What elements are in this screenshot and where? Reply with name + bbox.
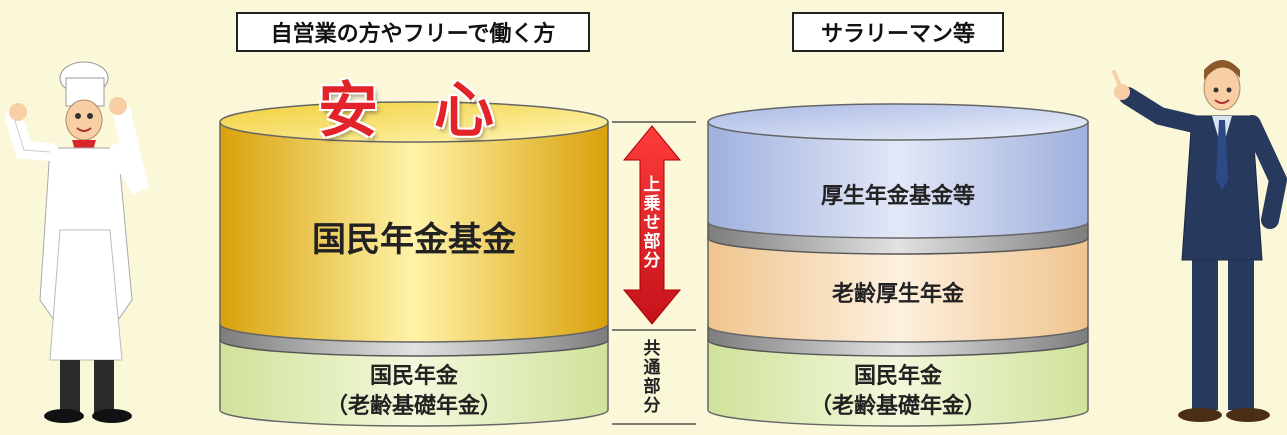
businessman-illustration [1112,60,1287,422]
left-national-pension-text: 国民年金 [369,364,458,389]
right-base-tier-label: 国民年金 （老齢基礎年金） [708,362,1088,422]
common-portion-label: 共通部分 [639,340,665,416]
national-pension-fund-label: 国民年金基金 [312,220,516,260]
vertical-label-char: 分 [643,251,661,271]
vertical-label-char: 乗 [643,194,661,214]
vertical-label-char: 上 [643,175,661,195]
left-basic-old-age-pension-text: （老齢基礎年金） [325,394,502,419]
vertical-label-char: 部 [643,232,661,252]
left-base-tier-label: 国民年金 （老齢基礎年金） [220,362,608,422]
salaried-worker-heading: サラリーマン等 [792,12,1004,52]
vertical-label-char: せ [643,213,661,233]
old-age-employee-pension-label: 老齢厚生年金 [831,282,964,307]
chef-illustration [5,61,149,423]
right-pension-cylinder [707,103,1089,427]
self-employed-heading: 自営業の方やフリーで働く方 [236,12,590,52]
double-arrow-icon [622,125,682,325]
vertical-label-char: 共 [643,339,661,359]
employee-pension-fund-label: 厚生年金基金等 [820,184,975,209]
vertical-label-char: 部 [643,377,661,397]
additional-portion-label: 上乗せ部分 [639,176,665,271]
vertical-label-char: 通 [643,358,661,378]
vertical-label-char: 分 [643,396,661,416]
left-pension-cylinder [219,101,609,427]
right-national-pension-text: 国民年金 [853,364,942,389]
right-basic-old-age-pension-text: （老齢基礎年金） [809,394,986,419]
peace-of-mind-highlight: 安心 [318,76,550,146]
center-guide-lines [612,121,696,425]
